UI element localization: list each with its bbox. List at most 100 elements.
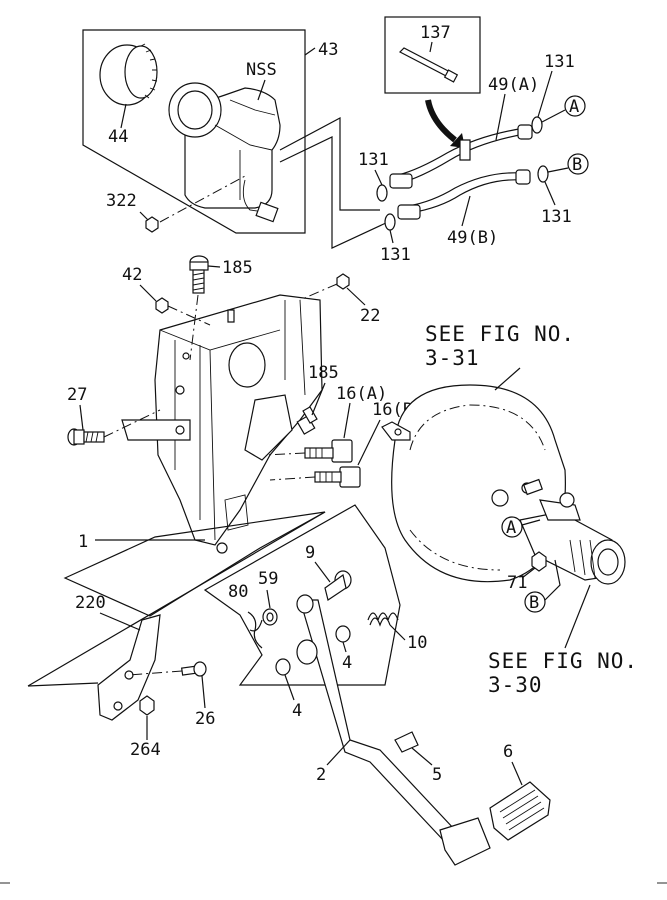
leader-131-bottom	[389, 229, 394, 244]
leader-131-top	[537, 70, 553, 118]
hose-route-line-1	[279, 117, 380, 211]
callout-b-top	[567, 153, 589, 175]
bolt-185-top	[189, 255, 209, 294]
callout-a-booster	[501, 516, 523, 538]
leader-a-booster	[521, 519, 541, 526]
label-131-top: 131	[544, 52, 575, 72]
label-10: 10	[407, 633, 427, 653]
leader-185-dash	[189, 294, 199, 361]
leader-137	[429, 41, 433, 53]
hose-49b	[397, 169, 531, 220]
leader-131-left	[374, 169, 383, 186]
label-5: 5	[432, 765, 442, 785]
leader-26-dash	[127, 670, 183, 676]
leader-49a	[495, 93, 506, 141]
label-131-right: 131	[541, 207, 572, 227]
nut-22	[336, 273, 350, 290]
label-2: 2	[316, 765, 326, 785]
reservoir-group: 43 NSS 44 322	[82, 29, 338, 234]
label-22: 22	[360, 306, 380, 326]
leader-22-dash	[299, 283, 338, 301]
leader-131-right	[544, 181, 556, 206]
label-1: 1	[78, 532, 88, 552]
booster-dash-2	[409, 529, 501, 571]
see-fig-330-line1: SEE FIG NO.	[488, 649, 638, 673]
label-131-bottom: 131	[380, 245, 411, 265]
inset-frame	[384, 16, 481, 94]
leader-fig-330	[564, 584, 591, 649]
leader-16b-dash	[269, 476, 316, 481]
switch-16b	[314, 466, 361, 488]
hose-49a	[389, 124, 533, 189]
label-16a: 16(A)	[336, 384, 387, 404]
label-220: 220	[75, 593, 106, 613]
leader-44	[120, 103, 127, 129]
leader-42-dash	[167, 305, 211, 326]
nut-71	[531, 551, 547, 572]
callout-a-booster-text: A	[506, 518, 516, 538]
callout-b-booster	[524, 591, 546, 613]
label-9: 9	[305, 543, 315, 563]
label-27: 27	[67, 385, 87, 405]
label-NSS: NSS	[246, 60, 277, 80]
master-cylinder	[519, 492, 626, 585]
see-fig-331-line1: SEE FIG NO.	[425, 322, 575, 346]
label-4-left: 4	[292, 701, 302, 721]
bushing-4-right	[335, 625, 351, 643]
pedal-subassembly-outline	[203, 504, 401, 686]
leader-10	[389, 624, 406, 641]
leader-27	[79, 404, 84, 431]
clip-80	[247, 611, 263, 649]
label-59: 59	[258, 569, 278, 589]
leader-71	[521, 567, 536, 579]
booster-dash-1	[409, 404, 546, 451]
clip-137-arrow	[425, 99, 457, 143]
leader-9	[314, 561, 331, 583]
label-43: 43	[318, 40, 338, 60]
clamp-131-group	[376, 116, 549, 231]
leader-185-mid	[311, 382, 326, 416]
label-49a: 49(A)	[488, 75, 539, 95]
leader-fig-331	[494, 367, 521, 391]
callout-a-top-text: A	[569, 97, 579, 117]
bracket-1-outline	[63, 511, 326, 617]
leader-16a-dash	[264, 452, 306, 456]
clip-137-inset: 137	[384, 16, 481, 148]
leader-4-left	[284, 674, 295, 701]
label-264: 264	[130, 740, 161, 760]
bolt-27	[67, 428, 105, 446]
label-131-left: 131	[358, 150, 389, 170]
leader-6	[511, 761, 523, 786]
leader-4-right	[342, 641, 347, 653]
leader-16a	[343, 402, 351, 439]
nut-42	[155, 297, 169, 314]
label-322: 322	[106, 191, 137, 211]
label-42: 42	[122, 265, 142, 285]
label-4-right: 4	[342, 653, 352, 673]
label-49b: 49(B)	[447, 228, 498, 248]
leader-220	[99, 612, 141, 631]
bolt-185-mid	[296, 406, 318, 435]
pin-9	[324, 570, 352, 601]
pedal-bracket	[121, 294, 323, 554]
leader-59	[266, 589, 271, 609]
hose-route-line-2	[279, 136, 389, 249]
leader-a-top	[541, 109, 566, 123]
label-26: 26	[195, 709, 215, 729]
callout-b-top-text: B	[572, 155, 582, 175]
pedal-pad-6	[489, 781, 551, 841]
leader-NSS	[257, 79, 266, 101]
switch-16a	[304, 439, 353, 463]
leader-322	[139, 211, 149, 221]
clutch-pedal-arm	[296, 594, 491, 866]
nut-264	[139, 695, 155, 716]
reservoir-cap-44	[99, 43, 158, 106]
reservoir-body	[168, 82, 281, 223]
bushing-4-left	[275, 658, 291, 676]
leader-322-dash	[159, 174, 248, 223]
see-fig-330-line2: 3-30	[488, 673, 543, 697]
bolt-26	[180, 661, 207, 677]
leader-26	[201, 675, 206, 709]
leader-b-booster	[544, 559, 561, 601]
